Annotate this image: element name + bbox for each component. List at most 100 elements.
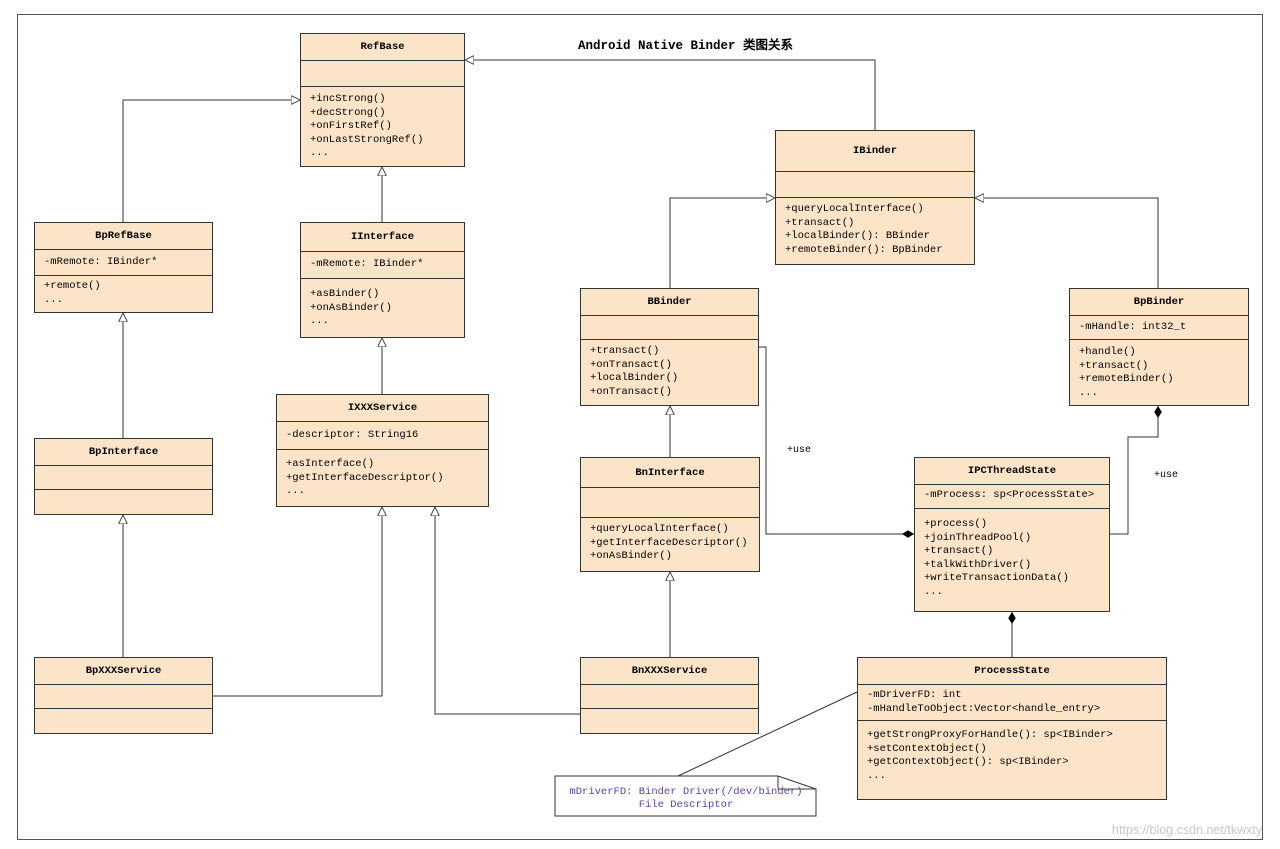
class-name: RefBase <box>301 34 464 61</box>
class-bpbinder: BpBinder -mHandle: int32_t +handle() +tr… <box>1069 288 1249 406</box>
use-label: +use <box>1154 470 1179 481</box>
method: +remoteBinder(): BpBinder <box>785 243 943 256</box>
class-processstate: ProcessState -mDriverFD: int -mHandleToO… <box>857 657 1167 800</box>
methods-section: +asBinder() +onAsBinder() ... <box>301 279 464 337</box>
diagram-title: Android Native Binder 类图关系 <box>578 39 794 53</box>
class-name: BpRefBase <box>35 223 212 250</box>
methods-section: +handle() +transact() +remoteBinder() ..… <box>1070 340 1248 405</box>
method: +transact() <box>1079 359 1149 372</box>
fields-section: -mRemote: IBinder* <box>35 250 212 276</box>
fields-section <box>35 685 212 709</box>
methods-section: +incStrong() +decStrong() +onFirstRef() … <box>301 87 464 168</box>
method: +onAsBinder() <box>310 301 392 314</box>
method: +transact() <box>590 345 660 357</box>
method: +joinThreadPool() <box>924 531 1032 544</box>
method: +remoteBinder() <box>1079 373 1174 385</box>
method: ... <box>310 147 329 159</box>
fields-section <box>581 488 759 518</box>
class-ibinder: IBinder +queryLocalInterface() +transact… <box>775 130 975 265</box>
class-name: BnInterface <box>581 458 759 488</box>
method: +localBinder(): BBinder <box>785 230 930 242</box>
methods-section: +queryLocalInterface() +transact() +loca… <box>776 198 974 264</box>
method: +decStrong() <box>310 106 386 119</box>
fields-section <box>581 685 758 709</box>
method: +asBinder() <box>310 288 380 300</box>
class-name: IInterface <box>301 223 464 252</box>
edge-ipcthreadstate-bpbinder <box>1110 406 1162 535</box>
method: ... <box>44 293 63 306</box>
class-ixxxservice: IXXXService -descriptor: String16 +asInt… <box>276 394 489 507</box>
class-name: IBinder <box>776 131 974 172</box>
note-shape <box>554 775 817 817</box>
methods-section <box>581 709 758 733</box>
method: ... <box>310 315 329 327</box>
fields-section: -mDriverFD: int -mHandleToObject:Vector<… <box>858 685 1166 721</box>
fields-section <box>581 316 758 340</box>
methods-section <box>35 490 212 514</box>
field: -mHandleToObject:Vector<handle_entry> <box>867 702 1101 715</box>
method: ... <box>286 485 305 497</box>
edge-ibinder-refbase <box>465 60 876 130</box>
fields-section: -mHandle: int32_t <box>1070 316 1248 340</box>
method: +transact() <box>924 545 994 557</box>
note-line: File Descriptor <box>638 799 734 811</box>
class-name: BnXXXService <box>581 658 758 685</box>
method: ... <box>924 585 943 598</box>
class-name: BBinder <box>581 289 758 316</box>
note-line: mDriverFD: Binder Driver(/dev/binder) <box>569 786 803 798</box>
class-bnxxxservice: BnXXXService <box>580 657 759 734</box>
methods-section: +asInterface() +getInterfaceDescriptor()… <box>277 450 488 506</box>
method: +localBinder() <box>590 372 679 384</box>
field: -mRemote: IBinder* <box>44 256 158 268</box>
method: +onTransact() <box>590 358 672 371</box>
class-ipcthreadstate: IPCThreadState -mProcess: sp<ProcessStat… <box>914 457 1110 612</box>
method: +handle() <box>1079 346 1136 358</box>
method: +incStrong() <box>310 93 386 105</box>
method: +asInterface() <box>286 458 375 470</box>
note-fold <box>777 776 816 790</box>
class-bninterface: BnInterface +queryLocalInterface() +getI… <box>580 457 760 572</box>
fields-section <box>776 172 974 198</box>
edge-bbinder-ipcthreadstate <box>759 346 914 538</box>
method: +queryLocalInterface() <box>590 523 729 535</box>
methods-section: +queryLocalInterface() +getInterfaceDesc… <box>581 518 759 571</box>
method: +queryLocalInterface() <box>785 203 924 215</box>
methods-section <box>35 709 212 733</box>
fields-section <box>301 61 464 87</box>
edge-bbinder-ibinder <box>669 198 775 288</box>
class-name: ProcessState <box>858 658 1166 685</box>
methods-section: +getStrongProxyForHandle(): sp<IBinder> … <box>858 721 1166 799</box>
method: +process() <box>924 518 988 530</box>
use-label: +use <box>787 445 812 456</box>
class-bpxxxservice: BpXXXService <box>34 657 213 734</box>
class-name: BpXXXService <box>35 658 212 685</box>
method: +onFirstRef() <box>310 120 392 132</box>
fields-section: -mProcess: sp<ProcessState> <box>915 485 1109 509</box>
field: -mRemote: IBinder* <box>310 258 424 270</box>
methods-section: +transact() +onTransact() +localBinder()… <box>581 340 758 405</box>
method: +getInterfaceDescriptor() <box>286 471 444 484</box>
note: mDriverFD: Binder Driver(/dev/binder) Fi… <box>555 776 817 816</box>
edge-bprefbase-refbase <box>122 100 300 222</box>
fields-section: -mRemote: IBinder* <box>301 252 464 279</box>
field: -descriptor: String16 <box>286 429 419 441</box>
edge-bpbinder-ibinder <box>975 198 1159 288</box>
field: -mProcess: sp<ProcessState> <box>924 489 1095 501</box>
methods-section: +remote() ... <box>35 276 212 312</box>
class-bpinterface: BpInterface <box>34 438 213 515</box>
class-bbinder: BBinder +transact() +onTransact() +local… <box>580 288 759 406</box>
method: +onLastStrongRef() <box>310 133 424 146</box>
field: -mHandle: int32_t <box>1079 321 1187 333</box>
method: +setContextObject() <box>867 742 987 755</box>
method: +writeTransactionData() <box>924 572 1069 584</box>
fields-section <box>35 466 212 490</box>
method: +getStrongProxyForHandle(): sp<IBinder> <box>867 729 1113 741</box>
methods-section: +process() +joinThreadPool() +transact()… <box>915 509 1109 611</box>
field: -mDriverFD: int <box>867 689 962 701</box>
diagram-frame <box>17 14 1263 840</box>
class-name: IXXXService <box>277 395 488 422</box>
class-name: IPCThreadState <box>915 458 1109 485</box>
method: +talkWithDriver() <box>924 558 1032 571</box>
method: ... <box>1079 386 1098 399</box>
